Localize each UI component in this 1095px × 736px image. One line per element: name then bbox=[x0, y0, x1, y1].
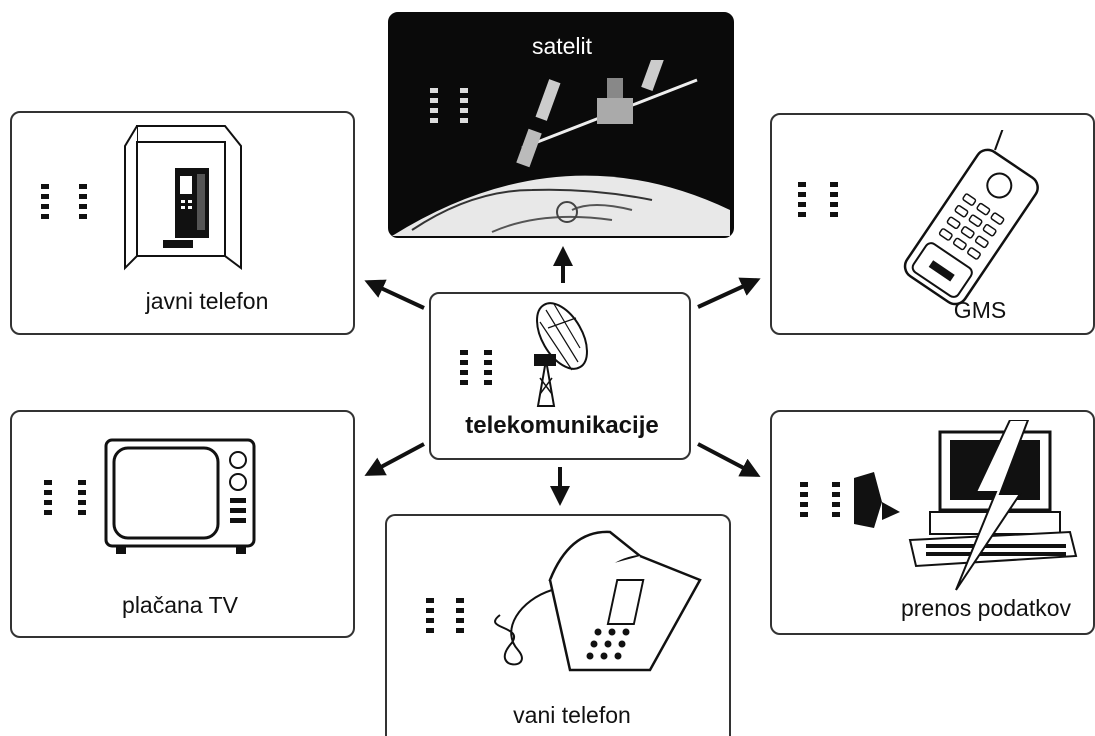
edge-to-placana-tv bbox=[364, 442, 425, 476]
satellite-earth-icon bbox=[392, 60, 730, 236]
desk-phone-icon bbox=[426, 530, 702, 672]
label-placana-tv: plačana TV bbox=[122, 592, 238, 618]
label-vani-telefon: vani telefon bbox=[513, 702, 631, 728]
payphone-booth-icon bbox=[41, 125, 242, 271]
television-icon bbox=[44, 438, 256, 554]
mobile-phone-icon bbox=[798, 130, 1039, 306]
edge-to-gms bbox=[697, 277, 761, 309]
label-telekomunikacije: telekomunikacije bbox=[465, 412, 659, 439]
edge-to-javni-telefon bbox=[364, 279, 425, 310]
label-satelit: satelit bbox=[531, 33, 593, 59]
edge-to-prenos-podatkov bbox=[697, 442, 761, 477]
label-gms: GMS bbox=[953, 297, 1007, 323]
label-javni-telefon: javni telefon bbox=[145, 288, 269, 314]
computer-terminal-icon bbox=[800, 420, 1078, 591]
label-prenos-podatkov: prenos podatkov bbox=[900, 595, 1072, 621]
satellite-dish-icon bbox=[460, 302, 588, 407]
